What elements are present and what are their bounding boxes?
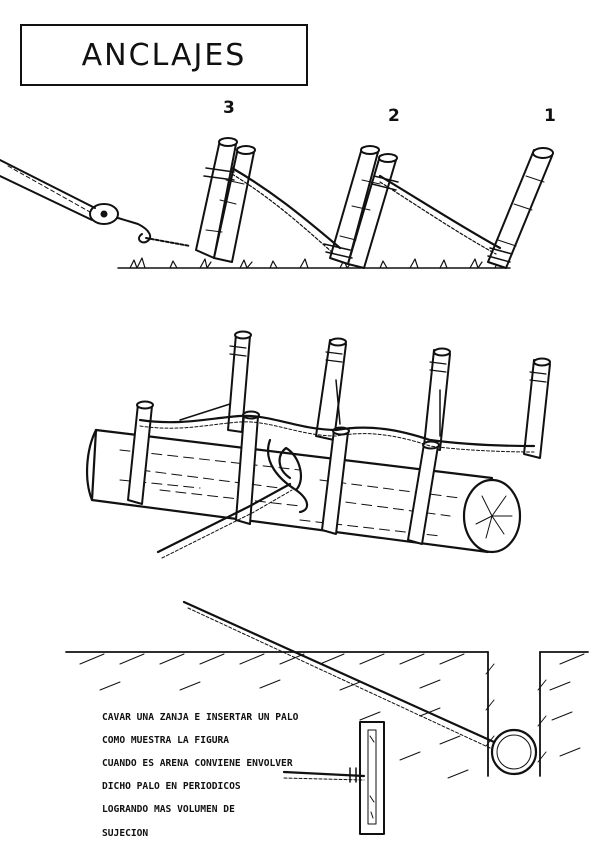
log-anchor-illustration: [85, 330, 551, 559]
lashing-rope-2-1: [378, 174, 502, 250]
lashing-rope-3-2: [230, 166, 342, 250]
plan-view-stake: [359, 721, 385, 835]
log-pull-rope: [156, 482, 292, 554]
instruction-line: SUJECION: [102, 827, 149, 839]
log-knot: [267, 438, 309, 514]
page-title: ANCLAJES: [81, 37, 247, 73]
instructions-text: CAVAR UNA ZANJA E INSERTAR UN PALO COMO …: [102, 700, 352, 851]
buried-log: [490, 728, 538, 776]
stake-anchor-illustration: [0, 137, 554, 269]
pulley: [89, 203, 119, 225]
log-lashing-rope: [138, 414, 536, 448]
trench-rope: [182, 600, 496, 744]
back-stake-2: [315, 339, 347, 441]
grass: [129, 257, 503, 269]
stake-number-1: 1: [544, 106, 556, 126]
instruction-line: CUANDO ES ARENA CONVIENE ENVOLVER: [102, 757, 293, 769]
instruction-line: DICHO PALO EN PERIODICOS: [102, 781, 241, 793]
instruction-line: COMO MUESTRA LA FIGURA: [102, 734, 230, 746]
back-stake-4: [523, 359, 551, 459]
stake-number-2: 2: [388, 106, 400, 126]
trench-anchor-illustration: [65, 600, 589, 835]
trench-wall: [487, 651, 541, 777]
hook: [117, 217, 152, 244]
title-box: ANCLAJES: [20, 24, 308, 86]
instruction-line: LOGRANDO MAS VOLUMEN DE: [102, 804, 235, 816]
main-rope: [0, 159, 96, 209]
instruction-line: CAVAR UNA ZANJA E INSERTAR UN PALO: [102, 711, 299, 723]
back-stake-3: [423, 349, 451, 451]
stake-number-3: 3: [223, 98, 235, 118]
